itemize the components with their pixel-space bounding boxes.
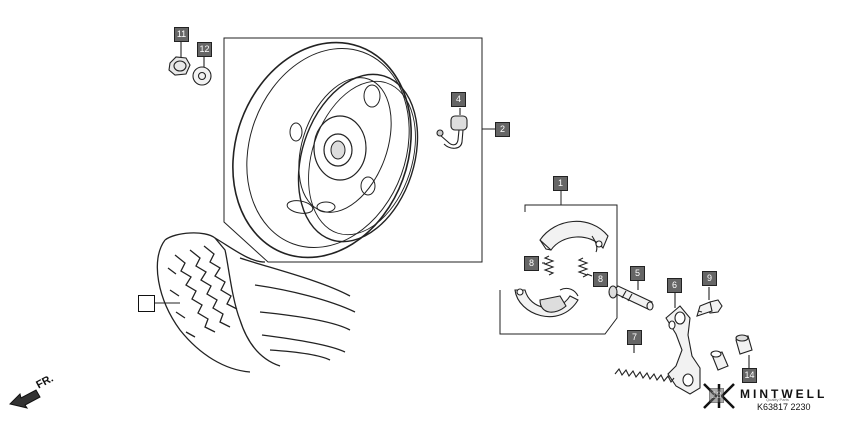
brake-arm	[665, 293, 701, 395]
callout-9: 9	[702, 271, 717, 286]
diagram-code: K63817 2230	[757, 402, 811, 412]
callout-8-left: 8	[524, 256, 539, 271]
callout-7: 7	[627, 330, 642, 345]
brake-shoe-upper	[539, 220, 609, 253]
front-direction-arrow	[9, 389, 41, 409]
callout-2: 2	[495, 122, 510, 137]
callout-1: 1	[553, 176, 568, 191]
callout-5: 5	[630, 266, 645, 281]
return-spring	[614, 345, 675, 384]
brand-tagline: Quality Parts	[766, 397, 789, 402]
callout-tire	[138, 295, 155, 312]
brake-shoe-bracket	[499, 191, 618, 335]
brake-cam	[608, 281, 654, 311]
nut-and-washer	[168, 42, 212, 86]
wheel-bracket-frame	[223, 37, 495, 263]
brake-springs	[542, 255, 593, 278]
callout-4: 4	[451, 92, 466, 107]
wheel-rim	[232, 41, 419, 259]
callout-11: 11	[174, 27, 189, 42]
brake-shoe-lower	[514, 287, 579, 318]
callout-8-right: 8	[593, 272, 608, 287]
tire	[156, 232, 356, 373]
callout-13: 13	[709, 388, 724, 403]
callout-14: 14	[742, 368, 757, 383]
callout-12: 12	[197, 42, 212, 57]
callout-6: 6	[667, 278, 682, 293]
brand-name: MINTWELL	[740, 387, 828, 401]
spacer-and-cap	[710, 334, 753, 371]
valve-stem	[436, 108, 468, 149]
bolt	[696, 287, 723, 317]
